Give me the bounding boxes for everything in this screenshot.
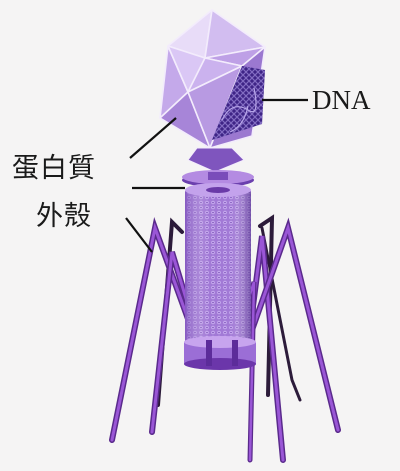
dna-label: DNA — [312, 87, 371, 114]
phage-collar — [182, 148, 254, 187]
protein-coat-label-line2: 外殼 — [36, 203, 92, 230]
base-plate — [184, 336, 256, 370]
protein-coat-label-line1: 蛋白質 — [12, 155, 96, 182]
tail-sheath — [185, 183, 251, 342]
